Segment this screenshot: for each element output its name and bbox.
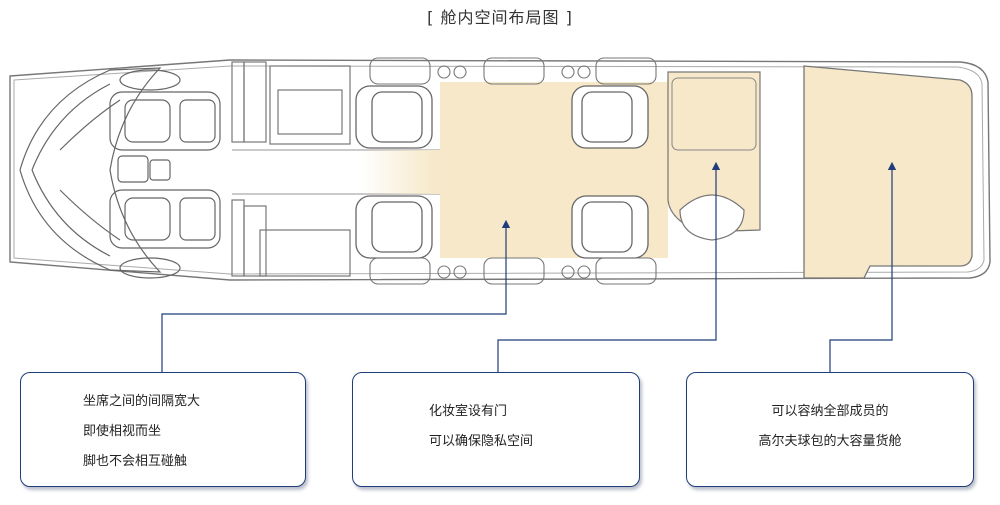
cabin-seats: [355, 85, 649, 259]
callout-baggage-line-2: 高尔夫球包的大容量货舱: [758, 434, 902, 449]
callout-lavatory: 化妆室设有门 可以确保隐私空间: [352, 372, 640, 487]
leader-lines: [161, 161, 897, 372]
baggage-compartment: [803, 65, 973, 279]
aisle-highlight: [360, 150, 670, 194]
diagram-title: [ 舱内空间布局图 ]: [427, 8, 573, 27]
cockpit: [19, 67, 221, 279]
callout-seating-line-1: 坐席之间的间隔宽大: [83, 394, 201, 409]
callout-lavatory-line-2: 可以确保隐私空间: [429, 434, 534, 449]
lavatory-zone: [667, 71, 761, 233]
callout-baggage-line-1: 可以容纳全部成员的: [771, 404, 889, 419]
callout-seating: 坐席之间的间隔宽大 即使相视而坐 脚也不会相互碰触: [20, 372, 306, 487]
callout-seating-line-2: 即使相视而坐: [83, 424, 162, 439]
callout-lavatory-line-1: 化妆室设有门: [429, 404, 508, 419]
side-ledges: [369, 57, 657, 285]
callout-baggage: 可以容纳全部成员的 高尔夫球包的大容量货舱: [686, 372, 974, 487]
leader-seating: [161, 219, 511, 372]
leader-lavatory: [497, 161, 721, 372]
leader-baggage: [829, 161, 897, 372]
callout-seating-line-3: 脚也不会相互碰触: [83, 454, 188, 469]
